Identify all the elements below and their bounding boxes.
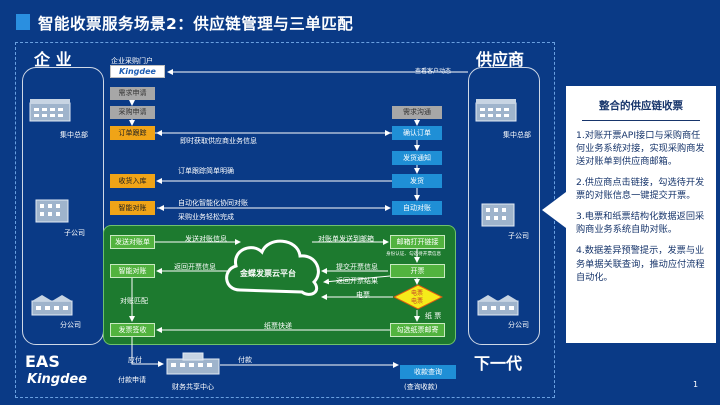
right-flow-3: 发货通知 — [392, 151, 442, 165]
left-flow-2: 采购申请 — [110, 106, 155, 119]
sidebar-heading: 整合的供应链收票 — [599, 100, 683, 112]
diamond-label-2: 电票 — [411, 298, 424, 305]
right-site-sub: 子公司 — [508, 232, 529, 240]
eas-label: EAS — [25, 352, 60, 371]
subsidiary-building-icon — [35, 199, 69, 223]
fssc-label: 财务共享中心 — [172, 383, 214, 391]
branch-building-icon — [31, 295, 73, 316]
enterprise-heading: 企 业 — [34, 50, 72, 69]
collect-query-box: 收款查询 — [400, 365, 456, 379]
label-paper: 纸 票 — [425, 312, 442, 320]
supplier-branch-building-icon — [477, 295, 519, 316]
right-flow-5: 自动对账 — [392, 201, 442, 215]
next-gen-label: 下一代 — [474, 354, 523, 373]
label-auto-reconcile: 自动化智能化协同对账 — [178, 199, 248, 207]
right-flow-1: 需求沟通 — [392, 106, 442, 119]
gp-left-2: 智能对账 — [110, 264, 155, 278]
right-flow-4: 发货 — [392, 174, 442, 188]
portal-logo: Kingdee — [110, 65, 165, 78]
supplier-heading: 供应商 — [476, 50, 525, 69]
supplier-hq-building-icon — [475, 99, 517, 122]
label-submit-info: 提交开票信息 — [336, 263, 378, 271]
kingdee-logo: Kingdee — [27, 372, 88, 387]
diagram-frame — [15, 42, 555, 398]
left-site-hq: 集中总部 — [60, 131, 88, 139]
cloud-icon — [225, 239, 320, 296]
collect-sub-label: (查询收款) — [404, 383, 438, 391]
enterprise-column — [22, 67, 104, 345]
left-flow-3: 订单跟踪 — [110, 126, 155, 140]
sidebar-panel: 整合的供应链收票 1.对账开票API接口与采购商任何业务系统对接，实现采购商发送… — [566, 86, 716, 343]
upper-arrows — [129, 69, 468, 211]
panel-arrows — [129, 239, 420, 333]
right-flow-2: 确认订单 — [392, 126, 442, 140]
label-view-customer: 查看客户动态 — [415, 68, 452, 75]
label-order-track: 订单跟踪简单明确 — [178, 167, 234, 175]
right-site-branch: 分公司 — [508, 321, 529, 329]
gp-left-3: 发票签收 — [110, 323, 155, 337]
sidebar-point-1: 1.对账开票API接口与采购商任何业务系统对接，实现采购商发送对账单到供应商邮箱… — [576, 130, 705, 168]
payment-label: 付款 — [238, 356, 252, 364]
sidebar-divider — [582, 120, 700, 121]
label-send-recon: 发送对账信息 — [185, 235, 227, 243]
bottom-arrows — [131, 337, 399, 368]
diamond-label-1: 电票 — [411, 290, 424, 297]
label-realtime: 即时获取供应商业务信息 — [180, 137, 257, 145]
gp-right-2: 开票 — [390, 264, 445, 278]
supplier-column — [468, 67, 540, 345]
callout-pointer — [542, 192, 566, 228]
label-return-info: 返回开票信息 — [174, 263, 216, 271]
label-identity: 身份认证、勾选待开票信息 — [386, 252, 442, 257]
gp-left-1: 发送对账单 — [110, 235, 155, 249]
label-return-result: 返回开票结果 — [336, 277, 378, 285]
page-number: 1 — [693, 380, 699, 389]
left-flow-5: 智能对账 — [110, 201, 155, 215]
sidebar-point-2: 2.供应商点击链接，勾选待开发票的对账信息一键提交开票。 — [576, 177, 705, 202]
title-accent-bar — [16, 14, 30, 30]
gp-right-3: 勾选纸票邮寄 — [390, 323, 445, 337]
label-recon-link: 对账单发送到邮箱 — [318, 235, 374, 243]
sidebar-point-4: 4.数据差异预警提示，发票与业务单据关联查询，推动应付流程自动化。 — [576, 245, 705, 283]
portal-label: 企业采购门户 — [111, 57, 153, 65]
sidebar-point-3: 3.电票和纸票结构化数据返回采购商业务系统自助对账。 — [576, 211, 705, 236]
label-purchase: 采购业务轻松完成 — [178, 213, 234, 221]
label-paper-mail: 纸票快递 — [264, 322, 292, 330]
hq-building-icon — [29, 99, 71, 122]
pay-request-label: 付款申请 — [118, 376, 146, 384]
cloud-platform-label: 金蝶发票云平台 — [240, 269, 296, 278]
left-site-sub: 子公司 — [64, 229, 85, 237]
label-e-invoice: 电票 — [356, 291, 370, 299]
gp-right-1: 邮箱打开链接 — [390, 235, 445, 249]
supplier-sub-building-icon — [481, 203, 515, 227]
left-flow-1: 需求申请 — [110, 87, 155, 100]
right-site-hq: 集中总部 — [503, 131, 531, 139]
slide-title: 智能收票服务场景2：供应链管理与三单匹配 — [38, 15, 354, 33]
fssc-building-icon — [166, 352, 220, 375]
e-invoice-diamond — [393, 284, 443, 310]
pay-label: 应付 — [128, 356, 142, 364]
left-flow-4: 收货入库 — [110, 174, 155, 188]
left-site-branch: 分公司 — [60, 321, 81, 329]
label-match: 对账匹配 — [120, 297, 148, 305]
